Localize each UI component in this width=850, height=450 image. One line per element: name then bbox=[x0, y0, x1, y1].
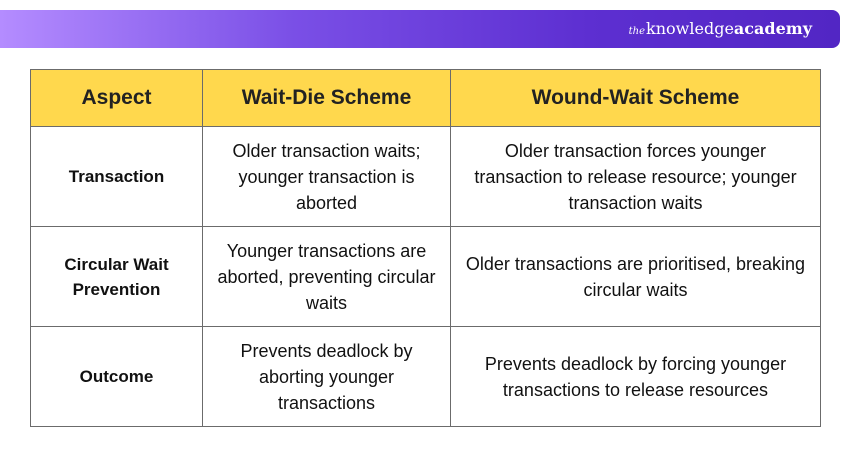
brand-logo: theknowledgeacademy bbox=[629, 19, 812, 42]
row-wait-die: Older transaction waits; younger transac… bbox=[202, 126, 451, 227]
table-row: Circular Wait Prevention Younger transac… bbox=[30, 226, 821, 327]
table-row: Transaction Older transaction waits; you… bbox=[30, 126, 821, 227]
row-wait-die: Younger transactions are aborted, preven… bbox=[202, 226, 451, 327]
brand-name-part1: knowledge bbox=[646, 19, 734, 38]
row-aspect: Outcome bbox=[30, 326, 203, 427]
brand-prefix: the bbox=[628, 26, 646, 37]
header-wait-die: Wait-Die Scheme bbox=[202, 69, 451, 127]
comparison-table: Aspect Wait-Die Scheme Wound-Wait Scheme… bbox=[30, 69, 821, 427]
header-wound-wait: Wound-Wait Scheme bbox=[450, 69, 821, 127]
brand-name-part2: academy bbox=[733, 19, 812, 38]
row-wound-wait: Older transaction forces younger transac… bbox=[450, 126, 821, 227]
row-wait-die: Prevents deadlock by aborting younger tr… bbox=[202, 326, 451, 427]
row-wound-wait: Prevents deadlock by forcing younger tra… bbox=[450, 326, 821, 427]
row-aspect: Circular Wait Prevention bbox=[30, 226, 203, 327]
row-aspect: Transaction bbox=[30, 126, 203, 227]
brand-banner: theknowledgeacademy bbox=[0, 10, 840, 48]
table-row: Outcome Prevents deadlock by aborting yo… bbox=[30, 326, 821, 427]
table-header-row: Aspect Wait-Die Scheme Wound-Wait Scheme bbox=[30, 69, 821, 127]
header-aspect: Aspect bbox=[30, 69, 203, 127]
row-wound-wait: Older transactions are prioritised, brea… bbox=[450, 226, 821, 327]
